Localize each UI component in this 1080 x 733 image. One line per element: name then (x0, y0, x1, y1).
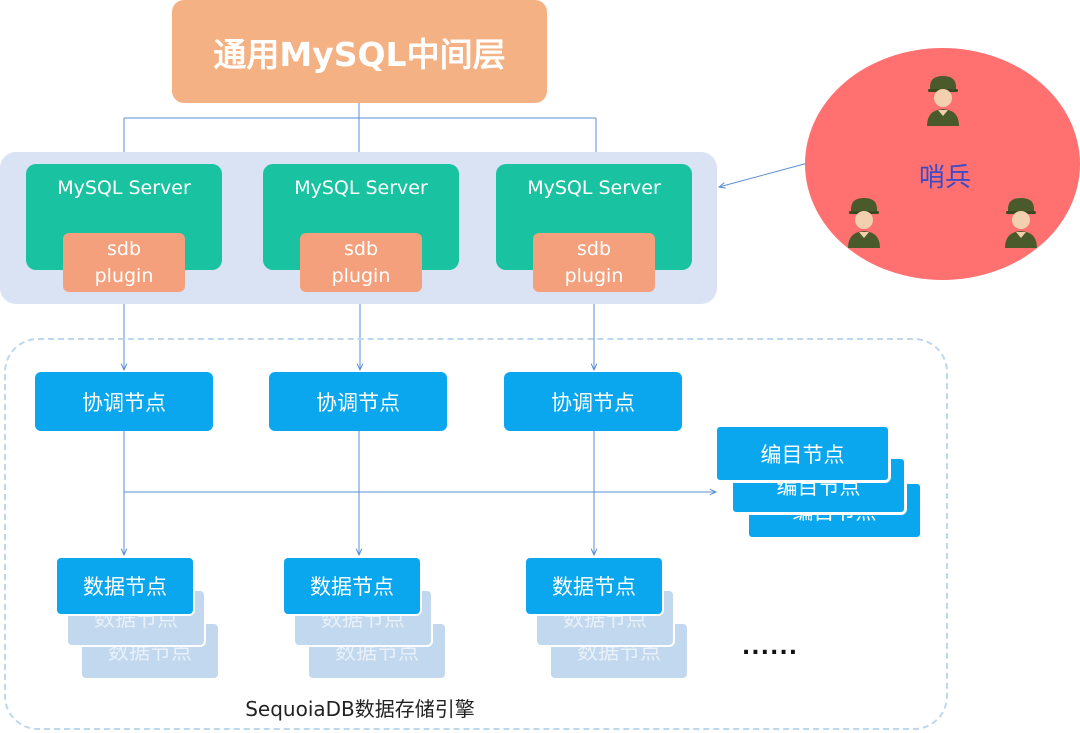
catalog-node-1: 编目节点 (714, 424, 891, 483)
middleware-layer-box: 通用MySQL中间层 (172, 0, 547, 103)
data-node-label: 数据节点 (552, 575, 636, 599)
soldier-icon (848, 198, 880, 248)
plugin-label-line2: plugin (94, 264, 154, 287)
coordinator-node-1: 协调节点 (35, 372, 213, 431)
coordinator-label: 协调节点 (82, 390, 166, 415)
plugin-label-line2: plugin (564, 264, 624, 287)
mysql-server-2: MySQL Server (263, 164, 459, 270)
plugin-label-line1: sdb (576, 237, 612, 260)
data-node-3a: 数据节点 (524, 556, 664, 616)
middleware-title: 通用MySQL中间层 (213, 34, 506, 74)
mysql-server-label: MySQL Server (527, 177, 661, 199)
mysql-server-label: MySQL Server (294, 177, 428, 199)
engine-label: SequoiaDB数据存储引擎 (245, 696, 475, 721)
coordinator-node-2: 协调节点 (269, 372, 447, 431)
data-node-2a: 数据节点 (282, 556, 422, 616)
soldier-icon (927, 76, 959, 126)
sdb-plugin-3: sdb plugin (533, 233, 655, 292)
sdb-plugin-1: sdb plugin (63, 233, 185, 292)
plugin-label-line2: plugin (331, 264, 391, 287)
sentinel-label: 哨兵 (918, 162, 971, 193)
plugin-label-line1: sdb (106, 237, 142, 260)
coordinator-node-3: 协调节点 (504, 372, 682, 431)
data-node-label: 数据节点 (310, 575, 394, 599)
catalog-label: 编目节点 (760, 442, 845, 467)
data-node-1a: 数据节点 (55, 556, 195, 616)
coordinator-label: 协调节点 (316, 390, 400, 415)
data-node-label: 数据节点 (83, 575, 167, 599)
plugin-label-line1: sdb (343, 237, 379, 260)
coordinator-label: 协调节点 (551, 390, 635, 415)
sequoiadb-engine-boundary (4, 338, 948, 730)
soldier-icon (1005, 198, 1037, 248)
sdb-plugin-2: sdb plugin (300, 233, 422, 292)
mysql-server-label: MySQL Server (57, 177, 191, 199)
more-nodes-ellipsis: ...... (741, 634, 799, 660)
arrow-sentinel-to-servers (719, 162, 809, 187)
